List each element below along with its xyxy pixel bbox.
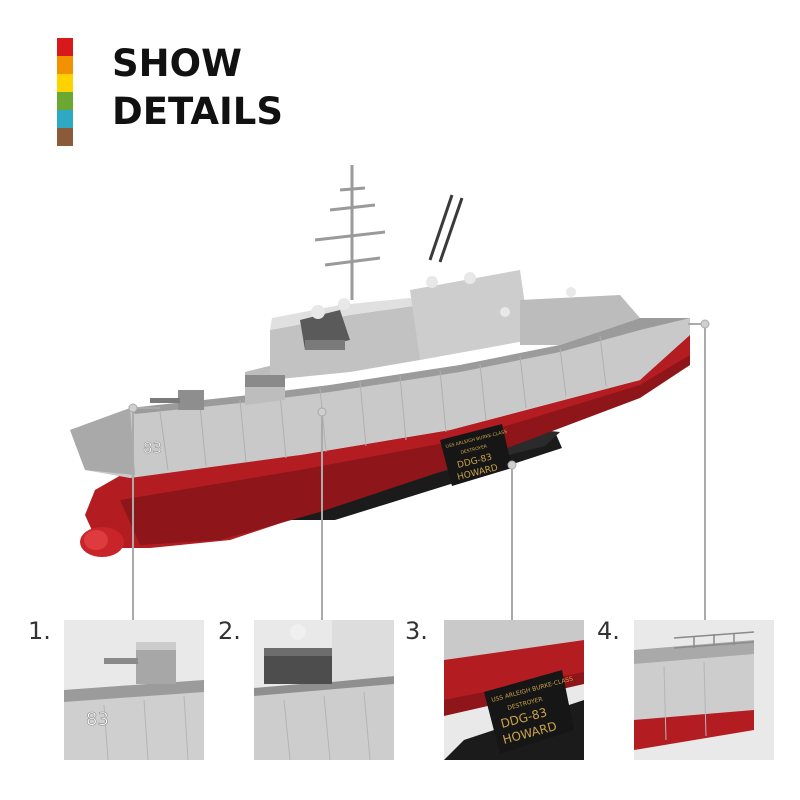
color-swatch-brown: [57, 128, 73, 146]
color-bar: [57, 38, 73, 146]
antennas: [428, 194, 464, 263]
detail-image-1-forward-gun: 83: [64, 620, 204, 760]
detail-label-4: 4.: [597, 617, 620, 645]
hull-number: 83: [143, 439, 162, 457]
detail-hull-number: 83: [86, 709, 109, 730]
mast: [314, 165, 386, 300]
color-swatch-cyan: [57, 110, 73, 128]
detail-label-3: 3.: [405, 617, 428, 645]
heading-line-1: SHOW: [112, 42, 242, 85]
color-swatch-green: [57, 92, 73, 110]
detail-image-4-stern: [634, 620, 774, 760]
forward-gun: [150, 390, 204, 410]
color-swatch-red: [57, 38, 73, 56]
color-swatch-yellow: [57, 74, 73, 92]
heading: SHOW DETAILS: [112, 40, 283, 136]
name-plaque: USS ARLEIGH BURKE-CLASS DESTROYER DDG-83…: [440, 424, 512, 486]
color-swatch-orange: [57, 56, 73, 74]
superstructure: [245, 270, 640, 405]
detail-label-2: 2.: [218, 617, 241, 645]
detail-image-2-bridge: [254, 620, 394, 760]
heading-line-2: DETAILS: [112, 90, 283, 133]
detail-image-3-plaque: USS ARLEIGH BURKE-CLASS DESTROYER DDG-83…: [444, 620, 584, 760]
detail-label-1: 1.: [28, 617, 51, 645]
callout-dots: [128, 319, 710, 470]
